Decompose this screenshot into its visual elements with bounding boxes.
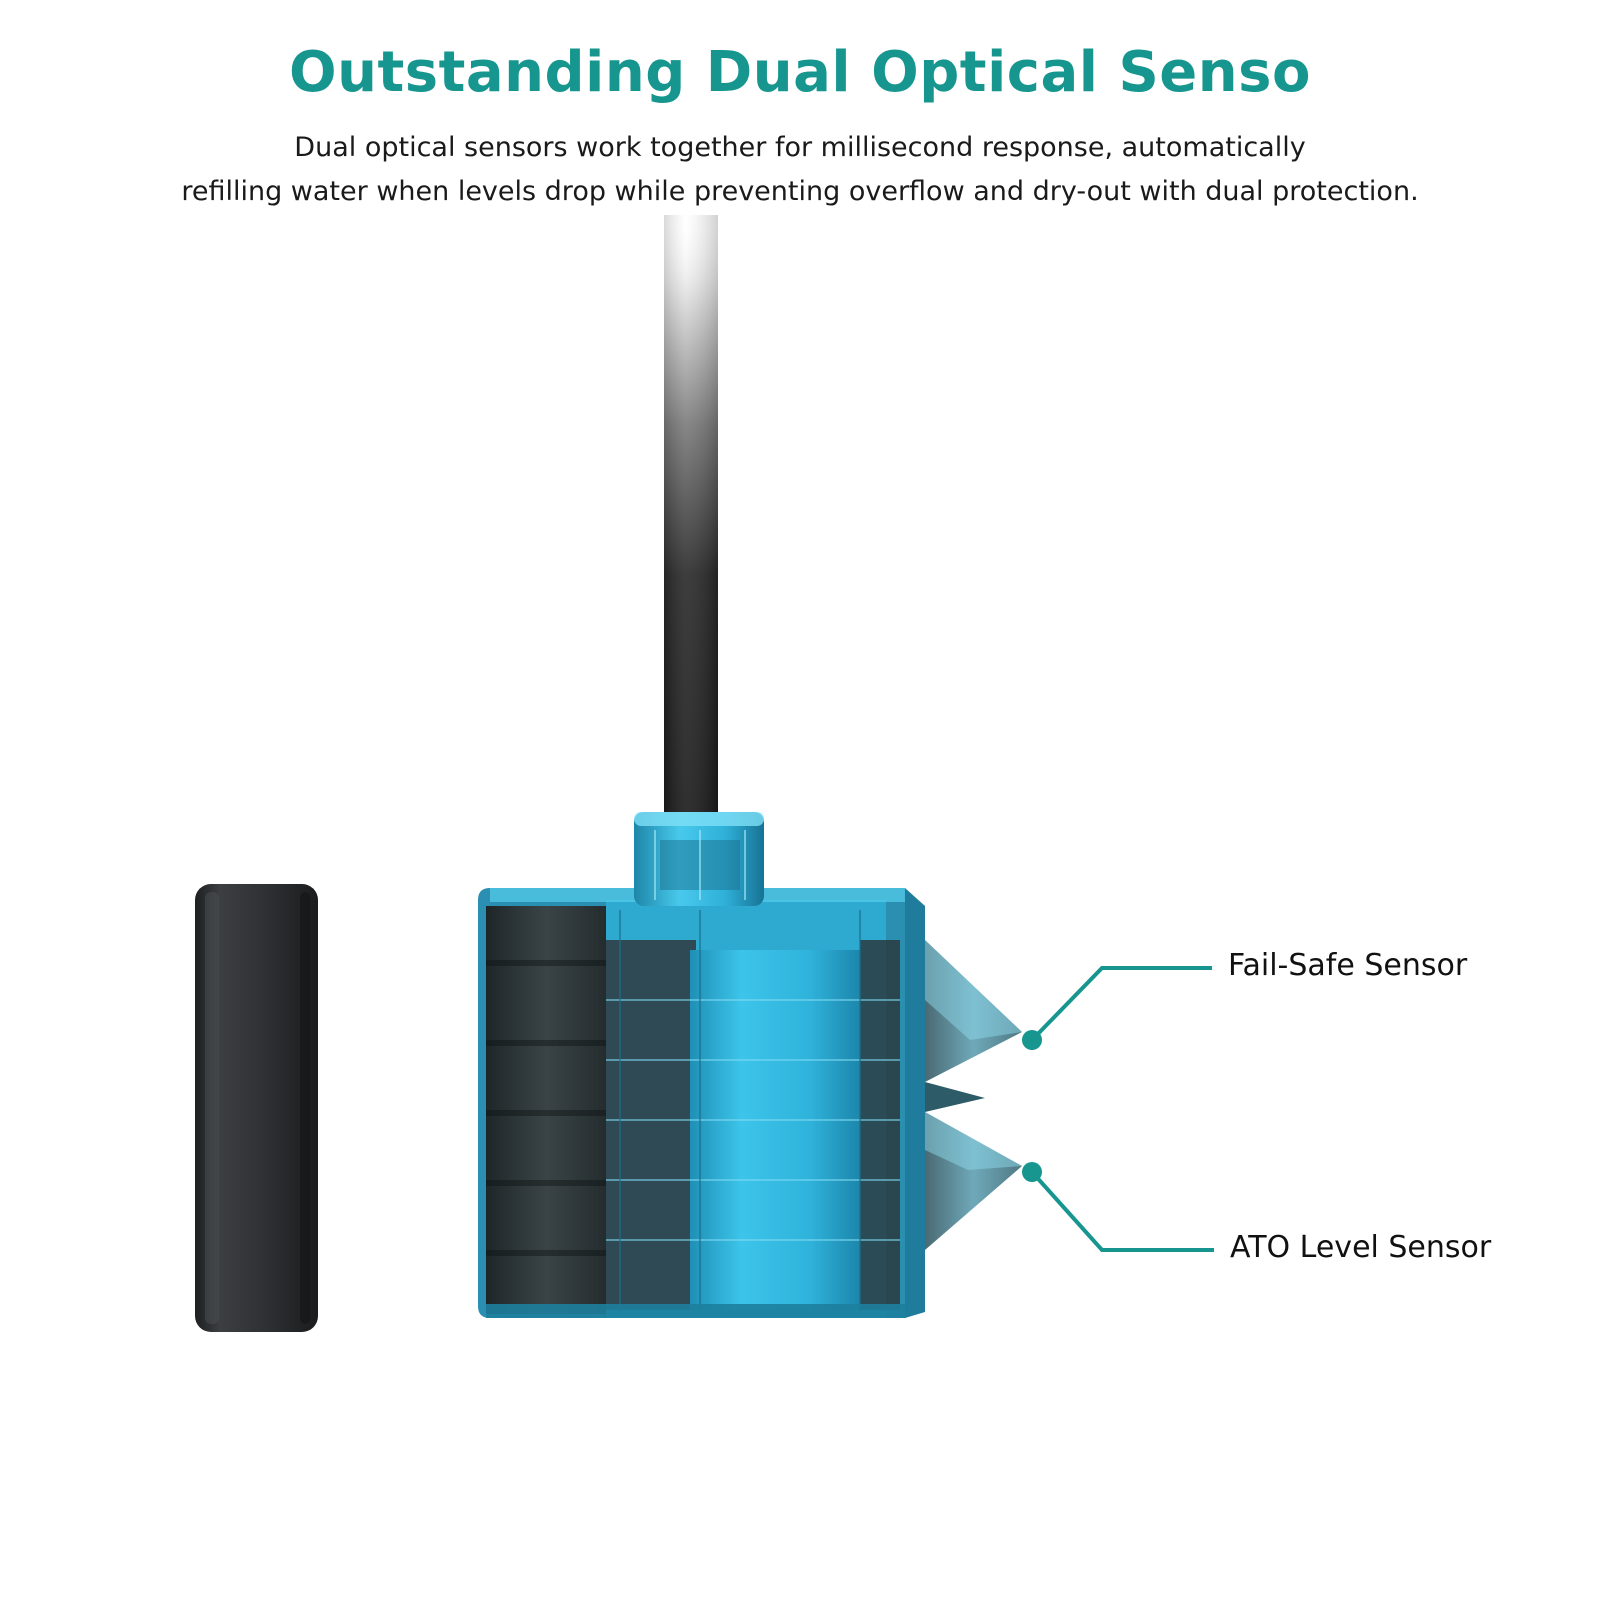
callout-fail-safe: [1022, 966, 1212, 1050]
page-description: Dual optical sensors work together for m…: [100, 126, 1500, 214]
ato-level-sensor-dot: [1022, 1162, 1042, 1182]
ato-level-sensor-label: ATO Level Sensor: [1230, 1230, 1492, 1265]
fail-safe-sensor-label: Fail-Safe Sensor: [1228, 948, 1468, 983]
sensor-cable: [664, 215, 718, 815]
magnet-mount: [195, 884, 318, 1332]
callout-ato-level: [1022, 1162, 1214, 1252]
description-line-2: refilling water when levels drop while p…: [181, 176, 1419, 207]
page-title: Outstanding Dual Optical Senso: [289, 40, 1311, 105]
sensor-body: [478, 812, 1022, 1318]
fail-safe-sensor-dot: [1022, 1030, 1042, 1050]
description-line-1: Dual optical sensors work together for m…: [294, 132, 1306, 163]
